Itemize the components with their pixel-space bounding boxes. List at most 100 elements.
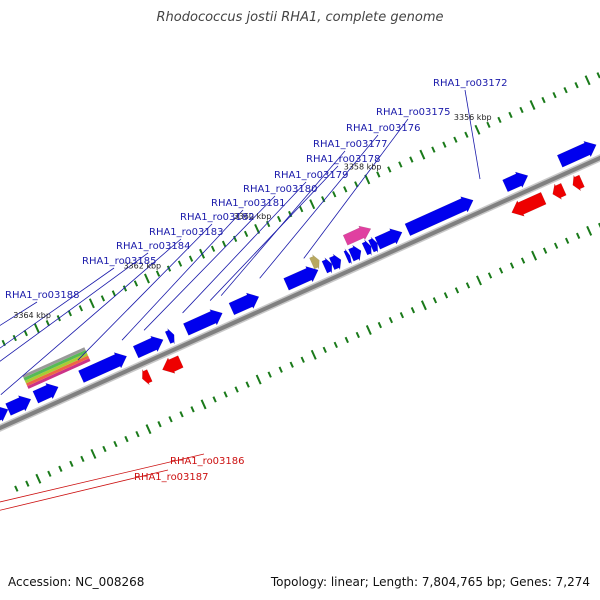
gene-label: RHA1_ro03178	[306, 154, 381, 165]
reverse-scale-track-tick	[344, 336, 349, 344]
forward-scale-track-tick	[529, 100, 536, 110]
reverse-scale-track-tick	[113, 440, 118, 448]
label-leader	[303, 118, 409, 259]
rna-feature	[342, 225, 372, 246]
forward-gene-arrow	[502, 171, 529, 193]
reverse-scale-track-tick	[476, 275, 482, 286]
reverse-scale-track-tick	[575, 232, 581, 239]
forward-scale-track-tick	[188, 255, 194, 262]
reverse-scale-track-tick	[498, 267, 504, 274]
reverse-scale-track-tick	[465, 282, 471, 289]
forward-scale-track-tick	[453, 136, 458, 143]
reverse-scale-track-tick	[310, 349, 317, 360]
forward-scale-track-tick	[354, 181, 359, 188]
reverse-scale-track-tick	[102, 445, 107, 453]
gene-label: RHA1_ro03185	[82, 256, 157, 267]
forward-scale-track-tick	[321, 196, 326, 203]
forward-scale-track-tick	[133, 280, 139, 287]
forward-gene-arrow	[404, 196, 474, 237]
reverse-scale-track-tick	[25, 480, 30, 487]
label-leader	[0, 301, 38, 326]
forward-scale-track-tick	[398, 161, 403, 168]
forward-gene-arrow	[32, 382, 59, 404]
gene-label: RHA1_ro03183	[149, 227, 224, 238]
forward-scale-track-tick	[33, 323, 40, 334]
forward-scale-track-tick	[67, 310, 72, 317]
forward-scale-track-tick	[442, 141, 447, 148]
label-leader	[0, 238, 182, 396]
genome-summary-text: Topology: linear; Length: 7,804,765 bp; …	[270, 575, 590, 589]
stacked-feature-band	[24, 352, 88, 384]
forward-scale-track-tick	[265, 220, 271, 228]
forward-scale-track-tick	[508, 111, 513, 119]
forward-scale-track-tick	[474, 124, 481, 135]
forward-scale-track-tick	[221, 240, 227, 247]
reverse-scale-track-tick	[586, 225, 593, 236]
label-leader	[182, 181, 307, 314]
reverse-scale-track-tick	[553, 242, 559, 249]
reverse-scale-track-tick	[69, 460, 74, 468]
forward-scale-track-tick	[387, 166, 392, 173]
forward-scale-track-tick	[166, 265, 172, 272]
forward-scale-track-tick	[552, 91, 557, 99]
map-title: Rhodococcus jostii RHA1, complete genome	[156, 10, 444, 25]
scale-dot-tracks	[1, 72, 600, 492]
forward-gene-arrow	[328, 253, 342, 271]
reverse-scale-track-tick	[300, 356, 305, 363]
forward-scale-track-tick	[299, 205, 304, 213]
forward-scale-track-tick	[584, 75, 591, 86]
scale-label: 3360 kbp	[234, 212, 272, 221]
label-leader	[209, 165, 339, 301]
stacked-feature-band	[23, 350, 87, 381]
forward-scale-track-tick	[309, 199, 316, 210]
reverse-scale-track-tick	[223, 391, 228, 398]
forward-scale-track-tick	[243, 230, 249, 238]
forward-gene-arrow	[374, 228, 403, 250]
label-leader	[0, 469, 169, 511]
reverse-scale-track-tick	[410, 307, 416, 314]
label-leader	[143, 195, 276, 331]
label-leader	[464, 89, 481, 180]
forward-gene-arrow	[0, 406, 9, 423]
reverse-scale-track-tick	[333, 341, 338, 349]
forward-gene-arrow	[343, 248, 353, 265]
forward-scale-track-tick	[232, 235, 238, 243]
forward-scale-track-tick	[519, 106, 524, 114]
reverse-scale-track-tick	[35, 473, 42, 484]
gene-label: RHA1_ro03181	[211, 198, 286, 209]
reverse-scale-track-tick	[14, 485, 19, 492]
reverse-scale-track-tick	[542, 247, 548, 254]
gene-label: RHA1_ro03186	[170, 456, 245, 467]
scale-label: 3358 kbp	[344, 163, 382, 172]
forward-scale-track-tick	[563, 87, 568, 94]
reverse-scale-track-tick	[322, 346, 327, 353]
forward-gene-arrow	[182, 309, 223, 336]
reverse-scale-track-tick	[520, 257, 526, 264]
reverse-gene-arrow	[511, 191, 547, 217]
reverse-scale-track-tick	[157, 421, 162, 428]
forward-gene-arrow	[556, 140, 597, 168]
forward-gene-arrow	[348, 244, 362, 262]
forward-scale-track-tick	[376, 171, 381, 178]
reverse-scale-track-tick	[377, 321, 382, 329]
label-leader-lines	[0, 89, 481, 511]
forward-scale-track-tick	[596, 72, 600, 79]
reverse-gene-arrow	[142, 369, 153, 386]
label-leader	[259, 134, 379, 279]
pseudo-feature	[309, 254, 320, 270]
forward-scale-track-tick	[343, 186, 348, 193]
reverse-scale-track-tick	[454, 287, 460, 294]
reverse-scale-track-tick	[234, 386, 239, 393]
reverse-scale-track-tick	[90, 448, 97, 459]
forward-scale-track-tick	[541, 96, 546, 104]
reverse-scale-track-tick	[278, 366, 283, 373]
forward-scale-track-tick	[177, 260, 183, 267]
reverse-scale-track-tick	[487, 272, 493, 279]
reverse-scale-track-tick	[531, 250, 538, 261]
reverse-gene-arrow	[552, 182, 567, 201]
gene-label: RHA1_ro03188	[5, 290, 80, 301]
forward-scale-track-tick	[23, 329, 28, 337]
forward-scale-track-tick	[332, 191, 337, 198]
